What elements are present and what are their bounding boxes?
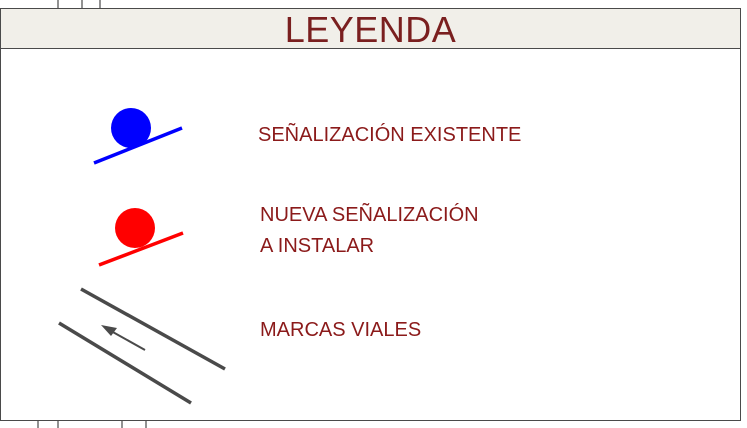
road-markings-icon [58, 287, 226, 405]
road-edge-line-lower [58, 321, 192, 405]
blue-sign-disc [111, 108, 151, 148]
direction-arrow-shaft [110, 330, 146, 351]
existing-signage-label: SEÑALIZACIÓN EXISTENTE [258, 124, 522, 146]
road-markings-label: MARCAS VIALES [260, 319, 422, 341]
new-signage-label-line2: A INSTALAR [260, 235, 375, 257]
red-sign-icon [98, 208, 184, 267]
red-sign-line [98, 231, 184, 267]
new-signage-label-line1: NUEVA SEÑALIZACIÓN [260, 204, 479, 226]
legend-title: LEYENDA [284, 9, 457, 50]
legend-panel: LEYENDA SEÑALIZACIÓN EXISTENTE NUEVA SEÑ… [0, 8, 741, 421]
blue-sign-line [93, 126, 183, 165]
blue-sign-icon [93, 108, 183, 165]
red-sign-disc [115, 208, 155, 248]
direction-arrow-head [101, 325, 117, 336]
road-edge-line-upper [80, 287, 226, 371]
legend-title-bar: LEYENDA [1, 9, 740, 50]
